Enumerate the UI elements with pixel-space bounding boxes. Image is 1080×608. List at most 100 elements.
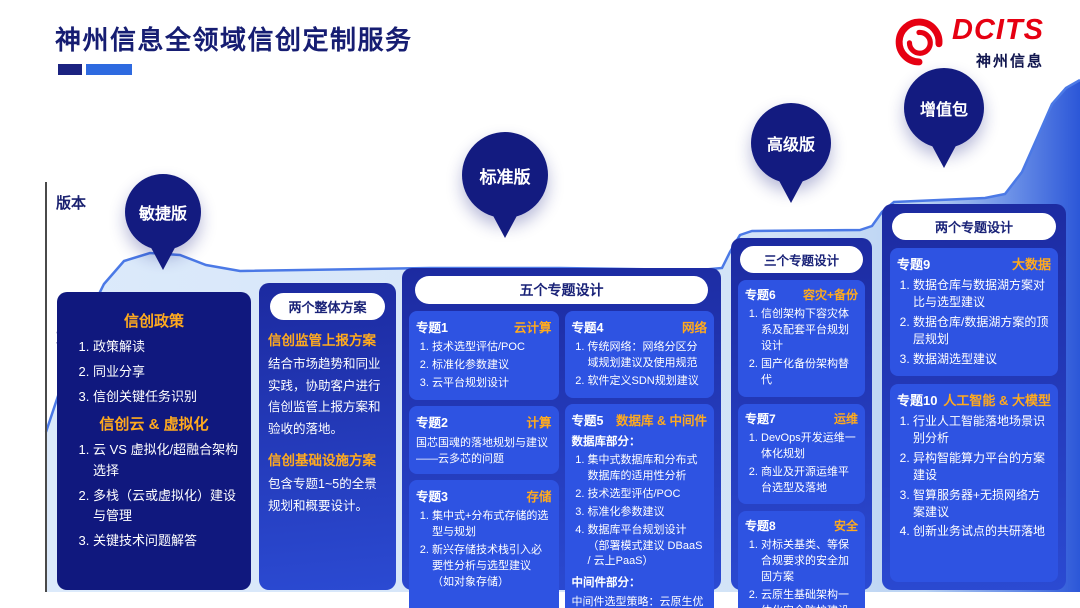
list-item: 同业分享 — [93, 362, 241, 382]
list-item: 数据库平台规划设计（部署模式建议 DBaaS / 云上PaaS） — [588, 523, 708, 571]
topic-box-1: 专题1 云计算 技术选型评估/POC 标准化参数建议 云平台规划设计 — [409, 311, 559, 400]
topic-name: 数据库 & 中间件 — [616, 413, 707, 428]
list-item: 对标关基类、等保合规要求的安全加固方案 — [761, 538, 858, 586]
topic-box-3: 专题3 存储 集中式+分布式存储的选型与规划 新兴存储技术栈引入必要性分析与选型… — [409, 479, 559, 608]
standard-topics-pill: 五个专题设计 — [415, 276, 708, 304]
topics-grid: 专题1 云计算 技术选型评估/POC 标准化参数建议 云平台规划设计 专题2 计… — [409, 311, 714, 608]
list-item: 技术选型评估/POC — [588, 487, 708, 503]
list-item: 关键技术问题解答 — [93, 531, 241, 551]
pin-value-package: 增值包 — [904, 68, 984, 168]
list-item: 云 VS 虚拟化/超融合架构选择 — [93, 440, 241, 480]
section-title-policy: 信创政策 — [123, 313, 184, 330]
list-item: 多栈（云或虚拟化）建设与管理 — [93, 486, 241, 526]
list-item: 创新业务试点的共研落地 — [913, 523, 1051, 540]
topic-list: 集中式数据库和分布式数据库的适用性分析 技术选型评估/POC 标准化参数建议 数… — [572, 453, 708, 571]
list-item: 国产化备份架构替代 — [761, 357, 858, 389]
topic-name: 计算 — [526, 415, 552, 430]
topic-header: 专题2 计算 — [416, 412, 552, 431]
pin-tail — [148, 242, 178, 270]
topic-list: 技术选型评估/POC 标准化参数建议 云平台规划设计 — [416, 340, 552, 392]
topic-label: 专题2 — [416, 415, 448, 430]
topic-header: 专题7 运维 — [745, 410, 858, 427]
topic-body: 国芯国魂的落地规划与建议——云多芯的问题 — [416, 436, 548, 466]
topic-box-10: 专题10 人工智能 & 大模型 行业人工智能落地场景识别分析 异构智能算力平台的… — [890, 383, 1058, 582]
advanced-pill: 三个专题设计 — [740, 246, 863, 273]
topic5-db-sublabel: 数据库部分： — [571, 435, 641, 448]
advanced-panel: 三个专题设计 专题6 容灾+备份 信创架构下容灾体系及配套平台规划设计 国产化备… — [731, 238, 872, 608]
list-item: 云平台规划设计 — [432, 376, 552, 392]
list-item: 标准化参数建议 — [588, 505, 708, 521]
list-item: 信创架构下容灾体系及配套平台规划设计 — [761, 307, 858, 355]
standard-topics-panel: 五个专题设计 专题1 云计算 技术选型评估/POC 标准化参数建议 云平台规划设… — [402, 268, 721, 608]
list-item: 行业人工智能落地场景识别分析 — [913, 413, 1051, 448]
title-accent-bar-blue — [86, 64, 132, 75]
axis-label-version: 版本 — [56, 195, 87, 212]
company-logo: DCITS 神州信息 — [893, 16, 1044, 71]
overall-section-title: 信创基础设施方案 — [268, 453, 376, 468]
topic-header: 专题5 数据库 & 中间件 — [572, 410, 708, 429]
list-item: DevOps开发运维一体化规划 — [761, 431, 858, 463]
list-item: 集中式数据库和分布式数据库的适用性分析 — [588, 453, 708, 485]
policy-list: 政策解读 同业分享 信创关键任务识别 — [67, 337, 241, 407]
overall-pill: 两个整体方案 — [270, 293, 385, 320]
pin-label: 增值包 — [904, 68, 984, 148]
topic-list: 数据仓库与数据湖方案对比与选型建议 数据仓库/数据湖方案的顶层规划 数据湖选型建… — [897, 277, 1051, 368]
list-item: 商业及开源运维平台选型及落地 — [761, 465, 858, 497]
list-item: 数据仓库与数据湖方案对比与选型建议 — [913, 277, 1051, 312]
list-item: 传统网络：网络分区分域规划建议及使用规范 — [588, 340, 708, 372]
topic-list: 行业人工智能落地场景识别分析 异构智能算力平台的方案建设 智算服务器+无损网络方… — [897, 413, 1051, 541]
value-add-panel: 两个专题设计 专题9 大数据 数据仓库与数据湖方案对比与选型建议 数据仓库/数据… — [882, 204, 1066, 590]
topic-header: 专题9 大数据 — [897, 254, 1051, 273]
list-item: 异构智能算力平台的方案建设 — [913, 450, 1051, 485]
topic-name: 运维 — [833, 411, 858, 426]
title-accent-bar-navy — [58, 64, 82, 75]
overall-section-body: 结合市场趋势和同业实践，协助客户进行信创监管上报方案和验收的落地。 — [268, 357, 381, 436]
topic-name: 网络 — [681, 321, 707, 335]
topic-label: 专题8 — [745, 519, 776, 534]
topic-label: 专题6 — [745, 288, 776, 302]
topic-list: 传统网络：网络分区分域规划建议及使用规范 软件定义SDN规划建议 — [572, 340, 708, 390]
pin-tail — [776, 175, 806, 203]
topic-box-5: 专题5 数据库 & 中间件 数据库部分： 集中式数据库和分布式数据库的适用性分析… — [564, 403, 714, 608]
list-item: 信创关键任务识别 — [93, 387, 241, 407]
topics-column-right: 专题4 网络 传统网络：网络分区分域规划建议及使用规范 软件定义SDN规划建议 … — [564, 311, 714, 608]
topic-label: 专题5 — [571, 413, 604, 428]
topic-label: 专题1 — [416, 321, 448, 335]
axis-line — [45, 182, 47, 592]
agile-panel: 信创政策 政策解读 同业分享 信创关键任务识别 信创云 & 虚拟化 云 VS 虚… — [57, 292, 251, 590]
topic-name: 人工智能 & 大模型 — [943, 392, 1051, 408]
topic-header: 专题4 网络 — [572, 317, 708, 336]
logo-swirl-icon — [895, 18, 943, 66]
pin-standard-version: 标准版 — [462, 132, 548, 238]
overall-section-title: 信创监管上报方案 — [268, 333, 376, 348]
topic-box-6: 专题6 容灾+备份 信创架构下容灾体系及配套平台规划设计 国产化备份架构替代 — [738, 280, 865, 397]
topics-column-left: 专题1 云计算 技术选型评估/POC 标准化参数建议 云平台规划设计 专题2 计… — [409, 311, 559, 608]
topic-label: 专题9 — [897, 257, 931, 272]
section-title-cloud: 信创云 & 虚拟化 — [99, 416, 209, 434]
topic5-mw-body: 中间件选型策略：云原生优先+传统信创中间件+开源管理 — [571, 596, 704, 608]
logo-texts: DCITS 神州信息 — [952, 16, 1044, 71]
list-item: 新兴存储技术栈引入必要性分析与选型建议（如对象存储） — [432, 543, 552, 591]
topic-label: 专题4 — [571, 321, 604, 335]
list-item: 标准化参数建议 — [432, 358, 552, 374]
topic5-mw-sublabel: 中间件部分： — [571, 577, 641, 590]
list-item: 云原生基础架构一体化安全防护建设方案 — [761, 588, 858, 608]
topic-header: 专题8 安全 — [745, 517, 858, 534]
topic-list: 对标关基类、等保合规要求的安全加固方案 云原生基础架构一体化安全防护建设方案 — [745, 538, 858, 608]
overall-section-body: 包含专题1~5的全景规划和概要设计。 — [268, 477, 377, 513]
topic-name: 安全 — [833, 519, 858, 534]
pin-label: 敏捷版 — [125, 174, 201, 250]
topic-label: 专题10 — [897, 392, 938, 408]
topic-box-2: 专题2 计算 国芯国魂的落地规划与建议——云多芯的问题 — [409, 405, 559, 474]
topic-header: 专题3 存储 — [416, 486, 552, 505]
logo-brand-text: DCITS — [952, 14, 1044, 46]
list-item: 数据仓库/数据湖方案的顶层规划 — [913, 314, 1051, 349]
value-add-pill: 两个专题设计 — [892, 213, 1056, 240]
pin-tail — [490, 210, 520, 238]
topic-list: 信创架构下容灾体系及配套平台规划设计 国产化备份架构替代 — [745, 307, 858, 389]
logo-company-text: 神州信息 — [975, 53, 1044, 70]
topic-label: 专题7 — [745, 411, 776, 426]
pin-agile-version: 敏捷版 — [125, 174, 201, 270]
pin-advanced-version: 高级版 — [751, 103, 831, 203]
topic-header: 专题10 人工智能 & 大模型 — [897, 390, 1051, 409]
